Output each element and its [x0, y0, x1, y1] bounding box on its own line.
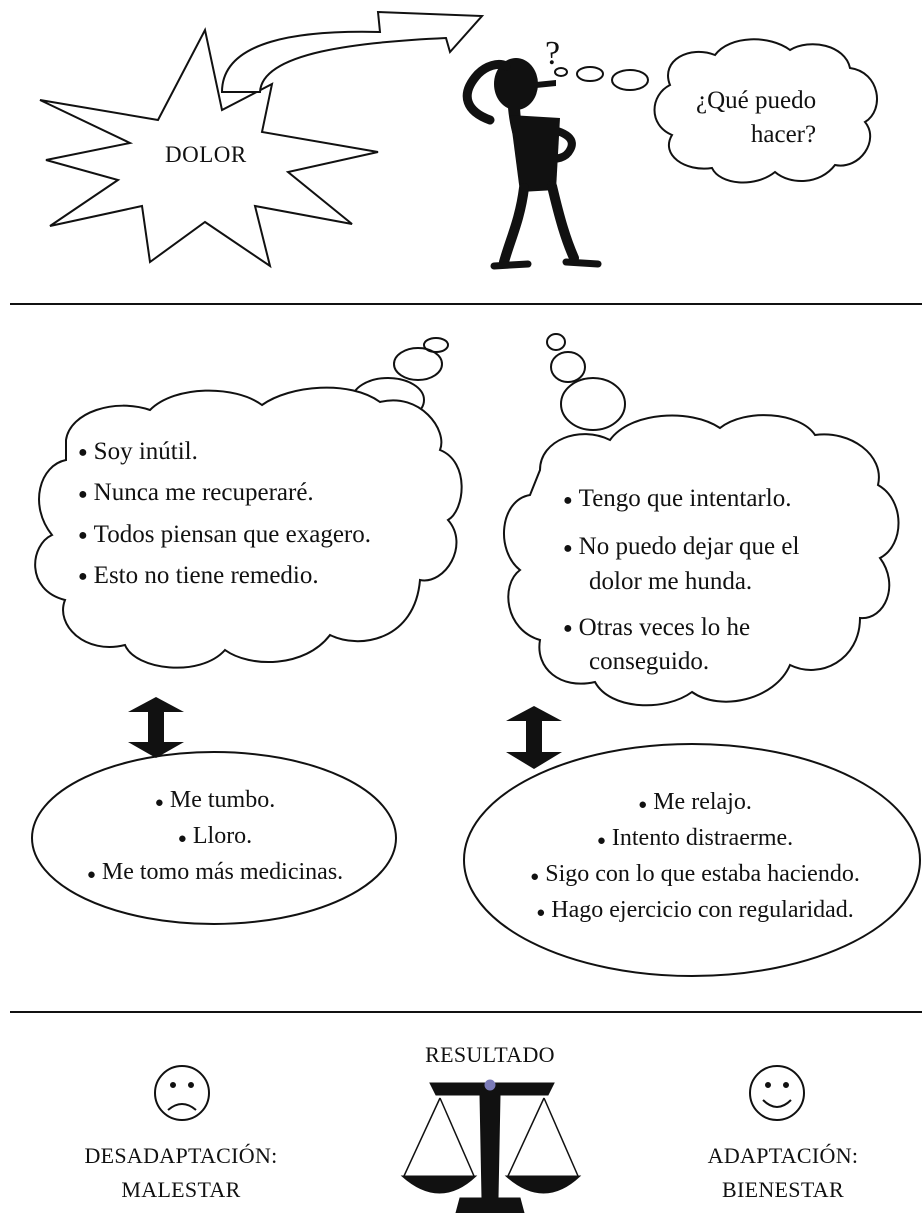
- double-arrow-left-icon: [128, 697, 184, 758]
- list-item: ●Tengo que intentarlo.: [563, 485, 792, 512]
- scale-pivot: [484, 1079, 496, 1091]
- balance-scale-icon: [400, 1079, 582, 1213]
- list-item: ● Me tomo más medicinas.: [86, 859, 344, 885]
- list-item: ●Esto no tiene remedio.: [78, 561, 319, 589]
- list-item: ●Nunca me recuperaré.: [78, 479, 314, 507]
- maladaptation-label: DESADAPTACIÓN: MALESTAR: [56, 1139, 306, 1207]
- double-arrow-right-icon: [506, 706, 562, 769]
- adaptation-line1: ADAPTACIÓN:: [707, 1143, 859, 1168]
- adaptation-line2: BIENESTAR: [722, 1177, 844, 1202]
- list-item-continued: dolor me hunda.: [589, 567, 753, 595]
- adaptation-label: ADAPTACIÓN: BIENESTAR: [678, 1139, 888, 1207]
- positive-thoughts-list: ●Tengo que intentarlo. ●No puedo dejar q…: [563, 482, 799, 691]
- pain-burst-shape: [39, 27, 379, 269]
- thought-question-line1: ¿Qué puedo: [696, 87, 817, 114]
- pain-label: DOLOR: [165, 142, 247, 167]
- list-item: ● Lloro.: [177, 823, 253, 849]
- thought-question: ¿Qué puedo hacer?: [696, 84, 816, 152]
- positive-behavior-oval: [463, 743, 921, 977]
- list-item: ● Me tumbo.: [154, 787, 276, 813]
- list-item: ● Sigo con lo que estaba haciendo.: [530, 861, 860, 887]
- thinking-figure-icon: [462, 58, 602, 270]
- list-item: ●No puedo dejar que el: [563, 532, 800, 560]
- question-mark-icon: ?: [545, 35, 560, 72]
- result-title: RESULTADO: [425, 1042, 555, 1067]
- list-item: ●Otras veces lo he: [563, 613, 751, 641]
- happy-face-icon: [749, 1065, 805, 1121]
- maladaptation-line1: DESADAPTACIÓN:: [84, 1143, 278, 1168]
- list-item: ● Me relajo.: [638, 789, 752, 815]
- list-item: ● Intento distraerme.: [596, 825, 794, 851]
- list-item: ●Soy inútil.: [78, 438, 198, 465]
- sad-face-icon: [154, 1065, 210, 1121]
- list-item: ●Todos piensan que exagero.: [78, 520, 372, 548]
- negative-behaviors-list: ● Me tumbo. ● Lloro. ● Me tomo más medic…: [40, 784, 390, 892]
- negative-behavior-oval: [31, 751, 397, 925]
- negative-thoughts-list: ●Soy inútil. ●Nunca me recuperaré. ●Todo…: [78, 432, 371, 597]
- list-item-continued: conseguido.: [589, 648, 710, 676]
- thought-question-line2: hacer?: [750, 121, 817, 148]
- positive-behaviors-list: ● Me relajo. ● Intento distraerme. ● Sig…: [470, 786, 920, 930]
- maladaptation-line2: MALESTAR: [121, 1177, 241, 1202]
- list-item: ● Hago ejercicio con regularidad.: [536, 897, 854, 923]
- curved-arrow-shape: [220, 10, 485, 93]
- top-thought-cloud-shape: [653, 38, 878, 184]
- positive-thought-cloud-shape: [503, 414, 900, 707]
- negative-thought-cloud-shape: [34, 386, 463, 669]
